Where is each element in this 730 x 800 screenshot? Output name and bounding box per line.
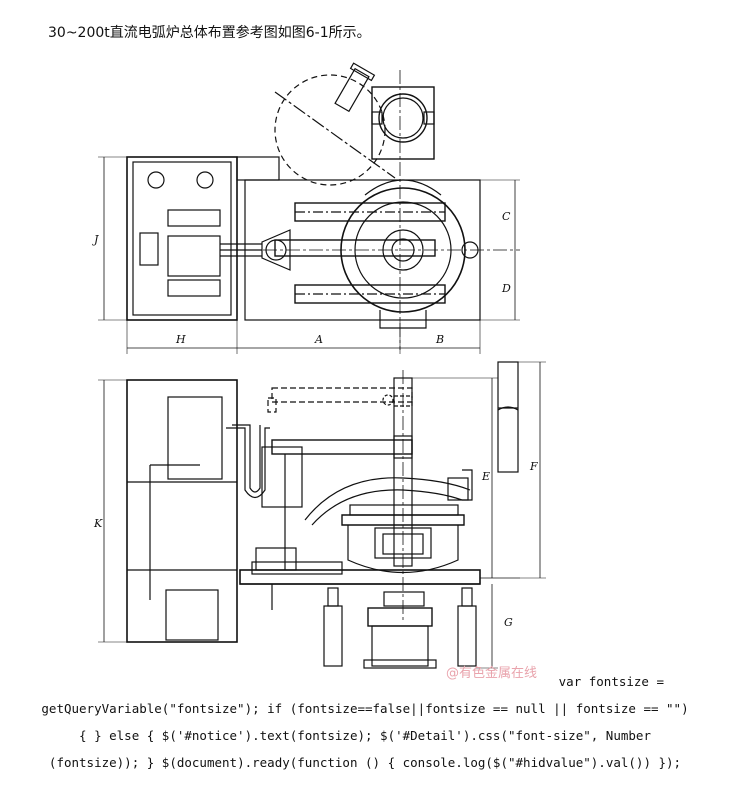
code-line: (fontsize)); } $(document).ready(functio… [48, 755, 682, 770]
code-line: { } else { $('#notice').text(fontsize); … [79, 728, 651, 743]
dim-label-h: H [175, 333, 186, 346]
dim-label-k: K [93, 517, 103, 530]
dim-label-f: F [529, 460, 538, 473]
dim-label-e: E [481, 470, 490, 483]
dim-label-b: B [435, 333, 444, 346]
dim-label-j: J [92, 233, 99, 246]
plan-view [98, 62, 520, 354]
dim-label-g: G [504, 616, 513, 629]
code-line: var fontsize = [558, 674, 664, 689]
leaked-script-text: var fontsize = getQueryVariable("fontsiz… [0, 668, 730, 776]
code-line: getQueryVariable("fontsize"); if (fontsi… [41, 701, 689, 716]
elevation-view [98, 361, 546, 669]
intro-text: 30~200t直流电弧炉总体布置参考图如图6-1所示。 [48, 25, 371, 41]
dim-label-c: C [502, 210, 511, 223]
furnace-layout-drawing: J H A B C D K E F G [0, 40, 730, 690]
dim-label-d: D [501, 282, 511, 295]
dim-label-a: A [314, 333, 323, 346]
watermark-text: @有色金属在线 [446, 666, 538, 681]
